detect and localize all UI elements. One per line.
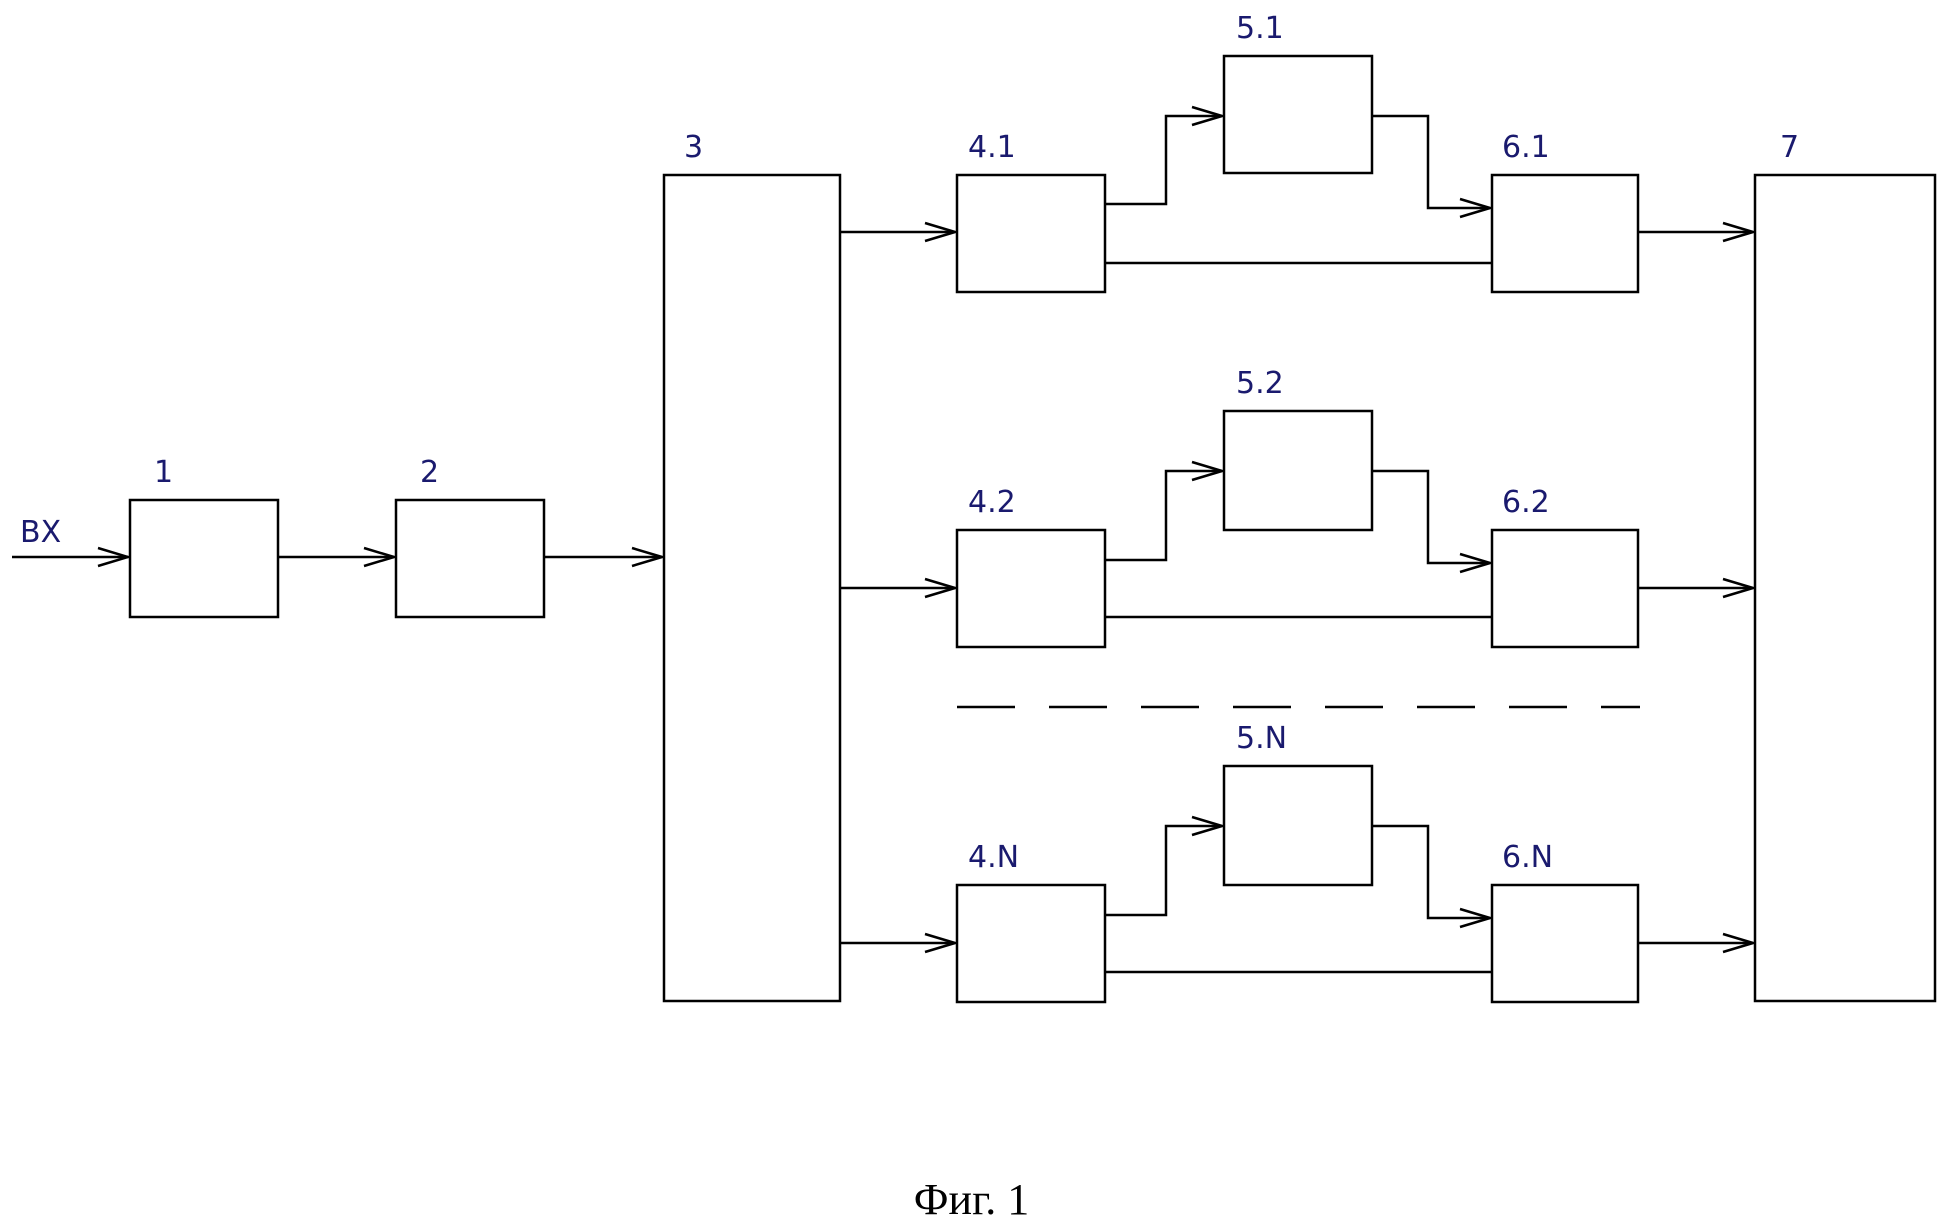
wire-5-1-to-6-1 <box>1372 114 1490 208</box>
block-3-label: 3 <box>684 130 703 165</box>
block-7 <box>1753 173 1937 1003</box>
block-3 <box>662 173 842 1003</box>
block-4-2-label: 4.2 <box>968 485 1016 520</box>
block-6-n-label: 6.N <box>1502 840 1553 875</box>
block-4-1-label: 4.1 <box>968 130 1016 165</box>
wire-4-n-to-5-n <box>1105 826 1222 917</box>
block-4-2 <box>955 528 1107 649</box>
block-5-1-label: 5.1 <box>1236 11 1284 46</box>
block-7-label: 7 <box>1780 130 1799 165</box>
block-4-n <box>955 883 1107 1004</box>
block-4-1 <box>955 173 1107 294</box>
block-6-1 <box>1490 173 1640 294</box>
block-1-label: 1 <box>154 455 173 490</box>
block-5-1 <box>1222 54 1374 175</box>
block-2 <box>394 498 546 619</box>
figure-caption: Фиг. 1 <box>913 1175 1030 1224</box>
block-5-2 <box>1222 409 1374 532</box>
block-1 <box>128 498 280 619</box>
block-2-label: 2 <box>420 455 439 490</box>
input-label: ВХ <box>20 515 61 550</box>
block-6-2 <box>1490 528 1640 649</box>
block-5-n <box>1222 764 1374 887</box>
wire-4-1-to-5-1 <box>1105 116 1222 206</box>
block-5-n-label: 5.N <box>1236 721 1287 756</box>
block-4-n-label: 4.N <box>968 840 1019 875</box>
block-6-2-label: 6.2 <box>1502 485 1550 520</box>
block-6-1-label: 6.1 <box>1502 130 1550 165</box>
wire-5-n-to-6-n <box>1372 824 1490 918</box>
wire-5-2-to-6-2 <box>1372 469 1490 563</box>
wire-4-2-to-5-2 <box>1105 471 1222 562</box>
block-6-n <box>1490 883 1640 1004</box>
block-5-2-label: 5.2 <box>1236 366 1284 401</box>
